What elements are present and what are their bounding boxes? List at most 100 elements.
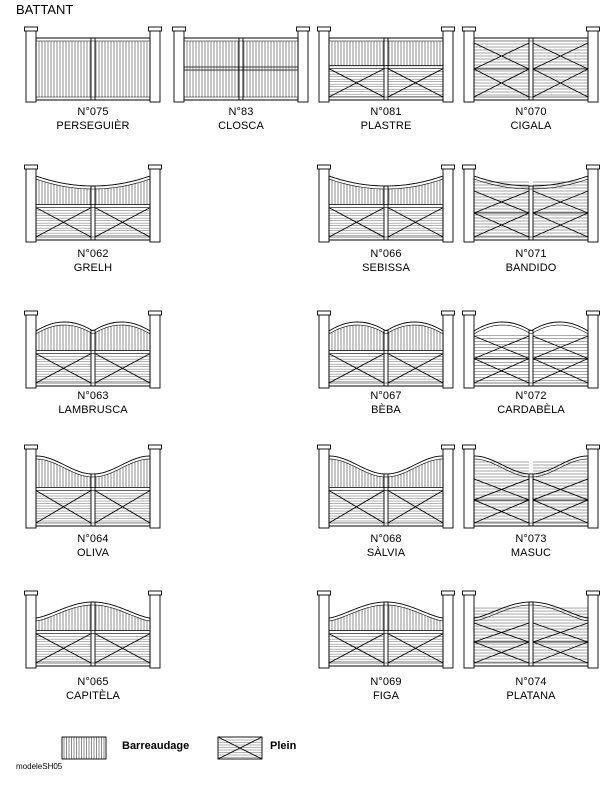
gate-number: N°065 bbox=[77, 676, 109, 688]
gate-name: PERSEGUIÈR bbox=[56, 120, 130, 132]
gate-brace bbox=[473, 335, 530, 359]
gate-brace bbox=[94, 633, 151, 664]
gate-post-cap bbox=[462, 26, 476, 32]
gate-brace bbox=[387, 633, 444, 664]
gate-top-rail bbox=[328, 321, 444, 332]
gate-top-rail-inner bbox=[35, 324, 151, 335]
legend-label-solid: Plein bbox=[270, 740, 297, 752]
gate-brace bbox=[532, 478, 589, 501]
gate-post-cap bbox=[24, 444, 38, 450]
gate-drawing-0 bbox=[24, 26, 162, 103]
gate-name: FIGA bbox=[372, 690, 400, 702]
gate-number: N°066 bbox=[370, 248, 402, 260]
gate-top-rail-inner bbox=[328, 604, 444, 622]
gate-top-rail bbox=[473, 175, 589, 187]
gate-drawing-2 bbox=[317, 26, 455, 103]
gate-post-cap bbox=[24, 310, 38, 316]
gate-brace bbox=[94, 490, 151, 524]
gate-post-cap bbox=[462, 310, 476, 316]
gate-drawing-1 bbox=[172, 26, 310, 103]
gate-post-cap bbox=[586, 590, 600, 596]
gate-post-cap bbox=[441, 444, 455, 450]
gate-name: SÀLVIA bbox=[366, 547, 406, 559]
gate-number: N°063 bbox=[77, 390, 109, 402]
gate-brace bbox=[473, 42, 530, 70]
gate-name: LAMBRUSCA bbox=[58, 404, 128, 416]
gate-top-rail-inner bbox=[473, 178, 589, 190]
gate-top-rail-inner bbox=[473, 324, 589, 335]
gate-brace bbox=[35, 353, 92, 384]
gate-number: N°064 bbox=[77, 533, 109, 545]
gate-drawing-12 bbox=[462, 444, 600, 529]
gate-post-cap bbox=[462, 444, 476, 450]
gate-brace bbox=[532, 42, 589, 70]
gate-top-rail bbox=[473, 321, 589, 332]
gate-post-cap bbox=[148, 26, 162, 32]
gate-brace bbox=[94, 207, 151, 238]
gate-top-rail-inner bbox=[328, 178, 444, 190]
gate-post-cap bbox=[586, 164, 600, 170]
gate-name: GRELH bbox=[73, 262, 113, 274]
gate-top-rail-inner bbox=[35, 604, 151, 622]
gate-post-cap bbox=[317, 310, 331, 316]
gate-drawing-9 bbox=[462, 310, 600, 389]
gate-post-cap bbox=[441, 310, 455, 316]
gate-brace bbox=[387, 68, 444, 98]
gate-post-cap bbox=[462, 590, 476, 596]
gate-name: CAPITÈLA bbox=[66, 690, 120, 702]
gate-post-cap bbox=[24, 164, 38, 170]
gate-brace bbox=[532, 499, 589, 524]
gate-name: CIGALA bbox=[510, 120, 552, 132]
gate-top-rail bbox=[328, 175, 444, 187]
gate-brace bbox=[328, 207, 385, 238]
gate-drawing-13 bbox=[24, 590, 162, 669]
gate-name: PLATANA bbox=[506, 690, 556, 702]
gate-top-rail-inner bbox=[35, 178, 151, 190]
gate-name: PLASTRE bbox=[360, 120, 412, 132]
gate-post-cap bbox=[24, 26, 38, 32]
gate-post-cap bbox=[317, 590, 331, 596]
gate-drawing-11 bbox=[317, 444, 455, 529]
gate-brace bbox=[532, 190, 589, 214]
gate-brace bbox=[473, 68, 530, 98]
gate-post-cap bbox=[441, 26, 455, 32]
gate-post-cap bbox=[462, 164, 476, 170]
gate-top-rail-inner bbox=[35, 458, 151, 478]
gate-number: N°83 bbox=[228, 106, 254, 118]
legend-label-bars: Barreaudage bbox=[122, 740, 190, 752]
gate-brace bbox=[387, 207, 444, 238]
gate-post-cap bbox=[317, 164, 331, 170]
gate-drawing-8 bbox=[317, 310, 455, 389]
gate-brace bbox=[532, 68, 589, 98]
gate-brace bbox=[532, 212, 589, 238]
gate-top-rail-inner bbox=[328, 458, 444, 478]
gate-drawing-6 bbox=[462, 164, 600, 243]
gate-brace bbox=[328, 490, 385, 524]
page-title: BATTANT bbox=[16, 2, 74, 17]
gate-post-cap bbox=[172, 26, 186, 32]
gate-drawing-7 bbox=[24, 310, 162, 389]
gate-brace bbox=[532, 641, 589, 664]
gate-name: MASUC bbox=[510, 547, 552, 559]
gate-post-cap bbox=[148, 164, 162, 170]
gate-brace bbox=[35, 207, 92, 238]
gate-post-cap bbox=[317, 26, 331, 32]
gate-post-cap bbox=[296, 26, 310, 32]
gate-top-rail bbox=[35, 175, 151, 187]
gate-brace bbox=[473, 641, 530, 664]
gate-number: N°081 bbox=[370, 106, 402, 118]
gate-top-rail bbox=[35, 455, 151, 475]
